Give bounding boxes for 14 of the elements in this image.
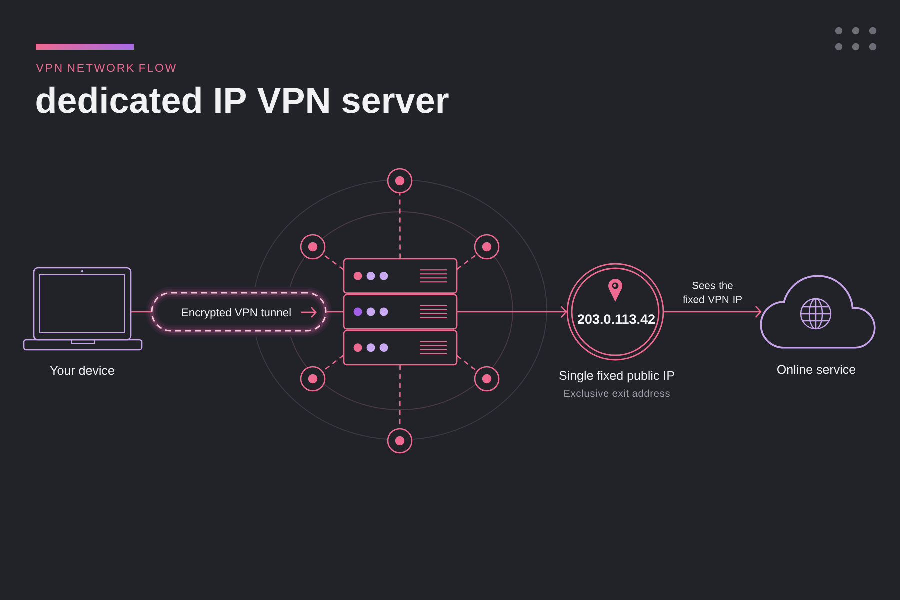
tunnel-pill: Encrypted VPN tunnel bbox=[146, 287, 332, 337]
node-circle bbox=[474, 366, 500, 392]
node-caption: Your device bbox=[50, 366, 114, 376]
node-circle bbox=[387, 428, 413, 454]
node-circle bbox=[387, 168, 413, 194]
node-circle bbox=[474, 234, 500, 260]
node-caption: Single fixed public IP bbox=[560, 370, 674, 383]
node-caption: Online service bbox=[778, 364, 856, 374]
eyebrow-text: VPN NETWORK FLOW bbox=[36, 64, 176, 72]
edge-label: Sees the fixed VPN IP bbox=[680, 280, 746, 305]
caption-subtext: Exclusive exit address bbox=[564, 390, 670, 398]
node-circle bbox=[300, 234, 326, 260]
node-circle bbox=[300, 366, 326, 392]
title: dedicated IP VPN server bbox=[36, 86, 449, 114]
